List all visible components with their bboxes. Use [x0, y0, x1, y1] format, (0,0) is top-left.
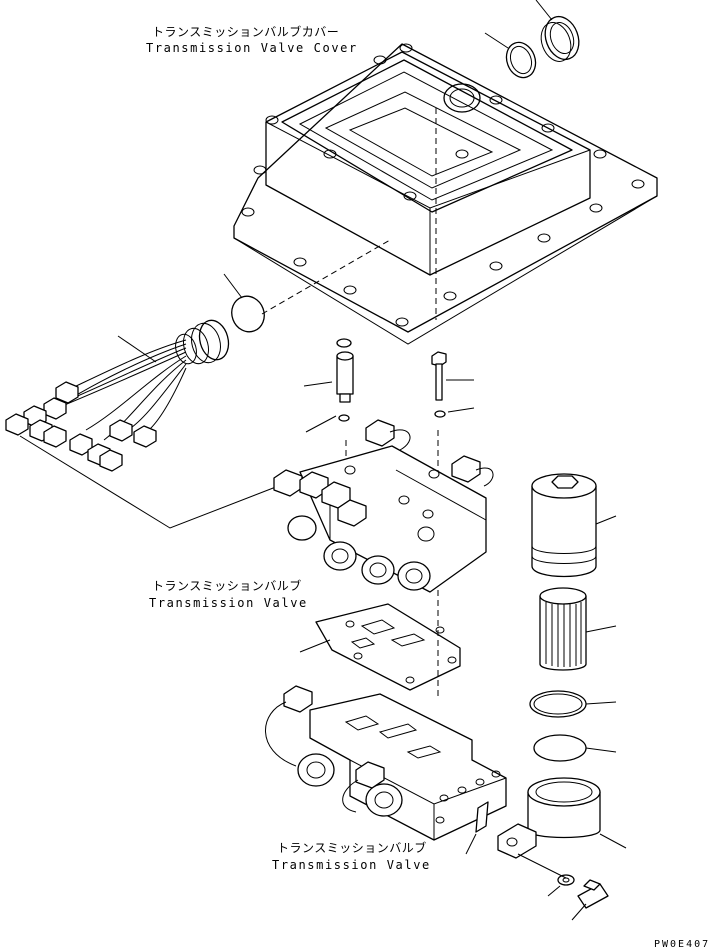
bolt — [431, 351, 447, 401]
port-seal-ring — [505, 41, 537, 79]
filter-seal-disc — [533, 734, 587, 762]
housing-bolt — [577, 879, 609, 909]
filter-housing — [497, 777, 601, 859]
cover-bolt-holes — [241, 43, 645, 327]
port-nut — [540, 15, 580, 62]
washer — [557, 874, 575, 886]
valve-gasket — [315, 603, 461, 691]
cover-label-jp: トランスミッションバルブカバー — [152, 24, 339, 39]
harness-connectors — [5, 381, 157, 472]
filter-case — [531, 473, 597, 578]
transmission-valve-cover — [233, 43, 658, 345]
wiring-harness — [5, 319, 230, 472]
valve1-label-en: Transmission Valve — [149, 596, 308, 610]
transmission-valve-upper — [273, 419, 494, 593]
transmission-valve-lower — [265, 685, 507, 841]
sleeve — [336, 351, 354, 403]
valve1-label-jp: トランスミッションバルブ — [152, 578, 302, 593]
solenoids-lower — [297, 753, 403, 817]
dowel-pin — [475, 801, 489, 833]
filter-o-ring — [529, 690, 587, 718]
valve2-label-jp: トランスミッションバルブ — [277, 840, 427, 855]
filter-element — [539, 587, 587, 671]
drawing-code: PW0E407 — [654, 939, 710, 950]
small-parts — [336, 338, 447, 422]
solenoids-upper — [287, 515, 431, 591]
cover-label-en: Transmission Valve Cover — [146, 41, 358, 55]
valve2-label-en: Transmission Valve — [272, 858, 431, 872]
